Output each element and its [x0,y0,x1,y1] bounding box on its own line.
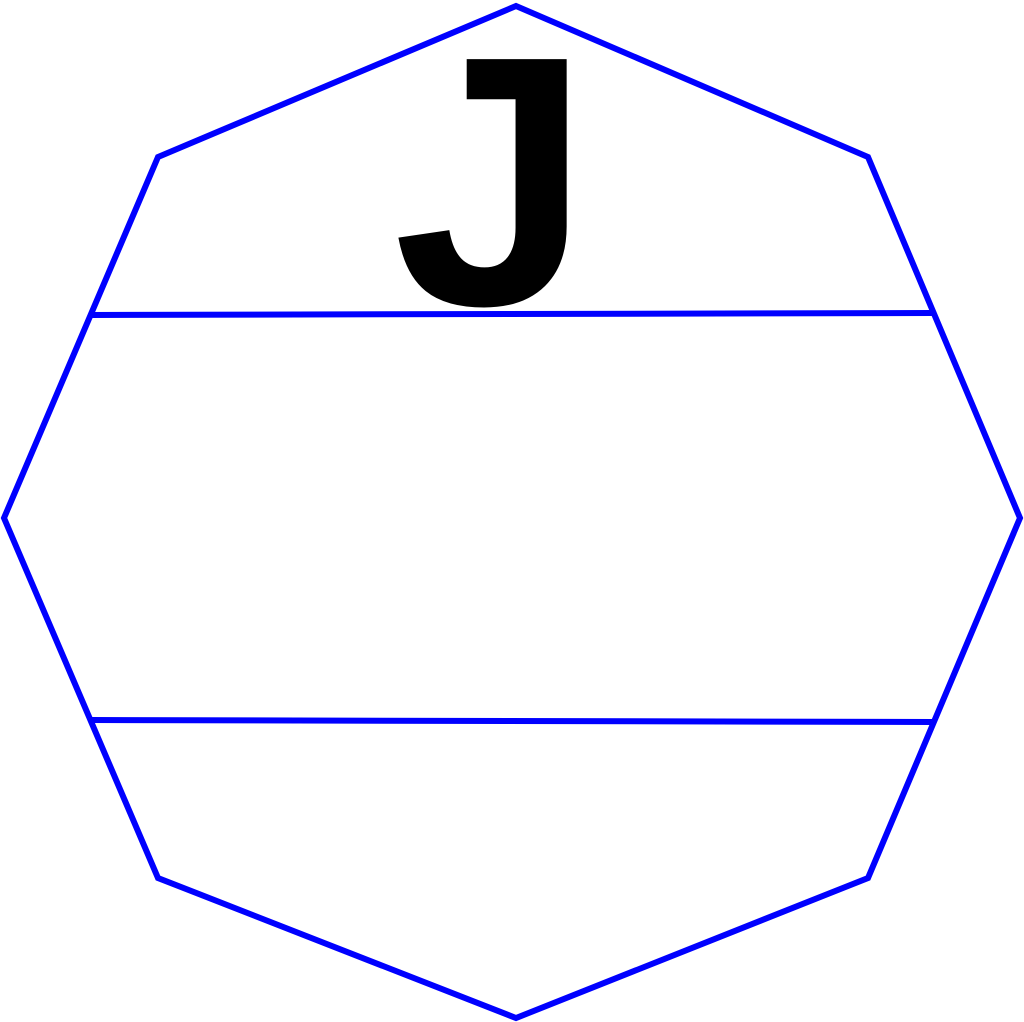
vertex-label-j: J [393,0,591,380]
lower-chord [91,717,933,725]
upper-chord [91,310,933,318]
